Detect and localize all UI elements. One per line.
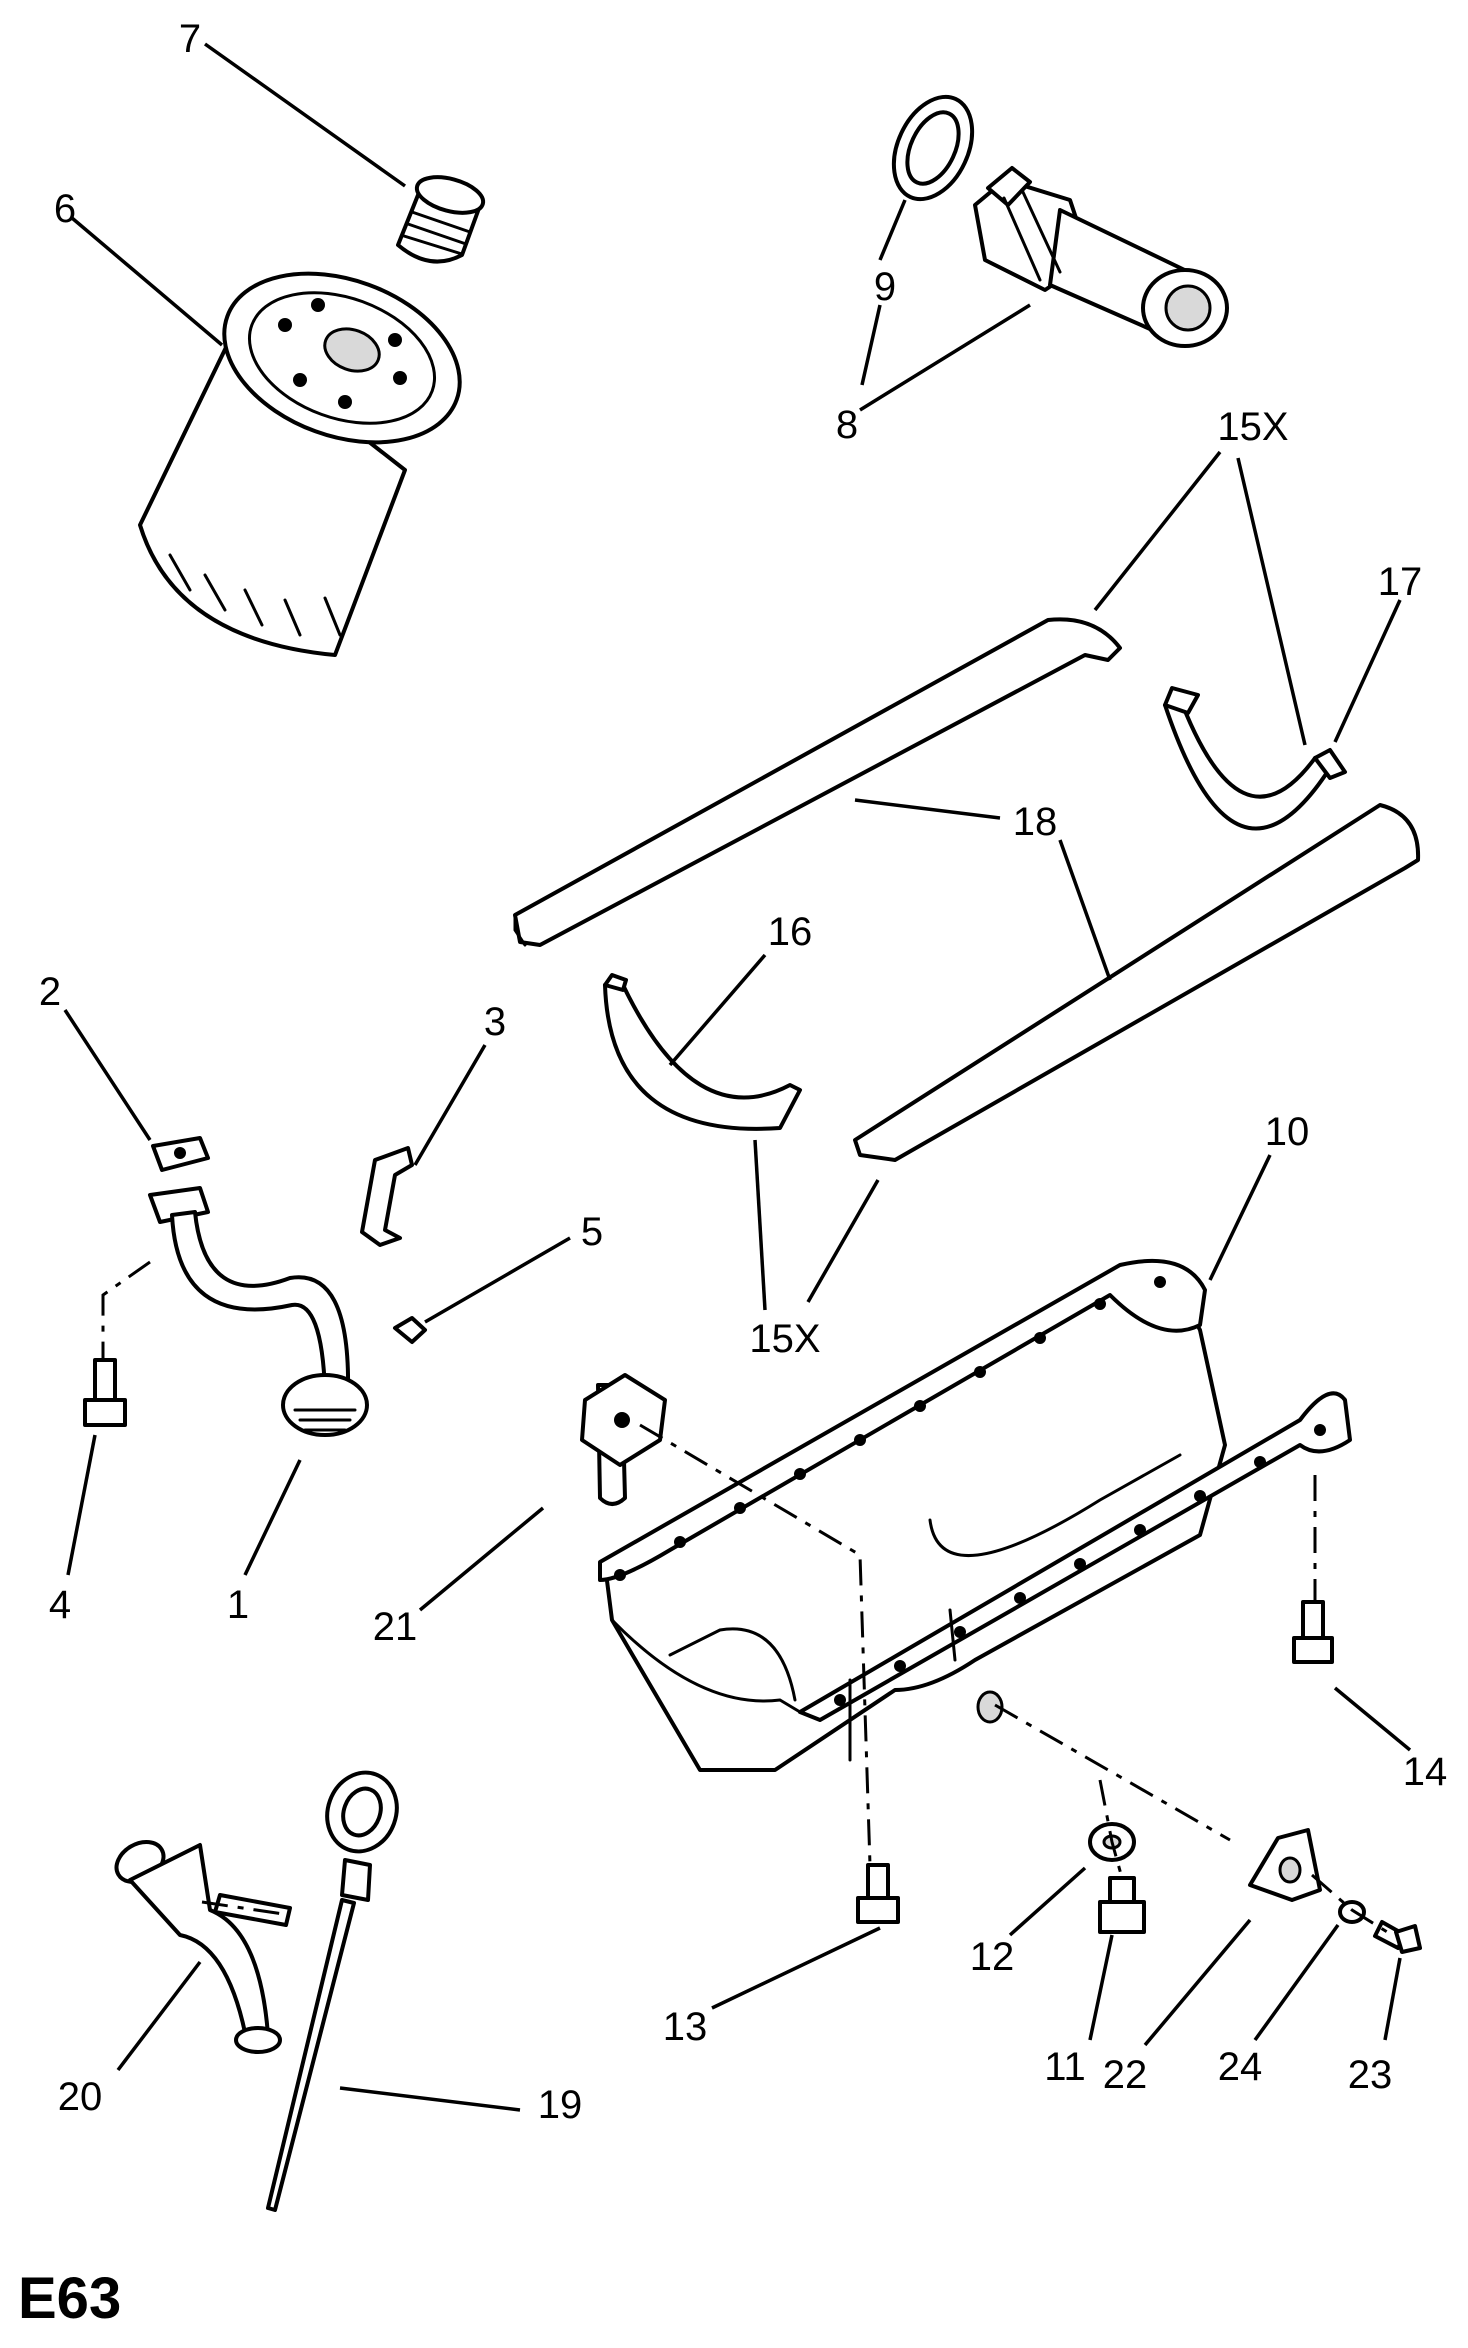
part-front-seal-half xyxy=(603,973,802,1131)
callout-21: 21 xyxy=(373,1605,418,1649)
figure-code: E63 xyxy=(18,2266,121,2331)
callout-22: 22 xyxy=(1103,2053,1148,2097)
callout-5: 5 xyxy=(581,1210,603,1254)
part-oil-pickup-pipe xyxy=(148,1186,369,1437)
part-dipstick xyxy=(266,1770,399,2212)
callout-10: 10 xyxy=(1265,1110,1310,1154)
part-sealing-ring xyxy=(891,94,975,202)
part-drain-washer xyxy=(1088,1822,1136,1862)
callout-12: 12 xyxy=(970,1935,1015,1979)
part-bracket xyxy=(360,1146,414,1247)
callout-17: 17 xyxy=(1378,560,1423,604)
part-bolt-14 xyxy=(1292,1600,1334,1664)
part-dipstick-tube xyxy=(114,1840,292,2054)
part-gasket-strip-lower xyxy=(853,803,1421,1162)
part-oil-sump xyxy=(598,1258,1352,1772)
callout-6: 6 xyxy=(54,187,76,231)
part-bolt-13 xyxy=(856,1863,900,1924)
part-drain-plug xyxy=(1098,1876,1146,1934)
callout-7: 7 xyxy=(179,17,201,61)
part-nut xyxy=(393,1316,427,1344)
callout-13: 13 xyxy=(663,2005,708,2049)
callout-1: 1 xyxy=(227,1583,249,1627)
callout-11: 11 xyxy=(1044,2045,1086,2089)
callout-9: 9 xyxy=(874,265,896,309)
callout-8: 8 xyxy=(836,403,858,447)
part-rear-seal-half xyxy=(1163,686,1347,831)
callout-20: 20 xyxy=(58,2075,103,2119)
callout-19: 19 xyxy=(538,2083,583,2127)
part-oil-filter xyxy=(138,271,462,657)
callout-18: 18 xyxy=(1013,800,1058,844)
part-oil-pressure-switch xyxy=(973,166,1229,348)
part-pickup-gasket xyxy=(151,1136,210,1172)
callout-15x-bottom: 15X xyxy=(749,1317,820,1361)
part-oil-level-sensor xyxy=(580,1373,667,1506)
callout-14: 14 xyxy=(1403,1750,1448,1794)
part-gasket-strip-upper xyxy=(513,617,1122,947)
part-small-washer xyxy=(1338,1900,1366,1924)
part-cover-plate xyxy=(1248,1828,1322,1902)
callout-23: 23 xyxy=(1348,2053,1393,2097)
callout-15x-top: 15X xyxy=(1217,405,1288,449)
part-small-screw xyxy=(1373,1920,1422,1954)
callout-4: 4 xyxy=(49,1583,71,1627)
callout-labels: 7 6 9 8 15X 17 18 16 10 15X 2 3 5 4 1 21… xyxy=(39,17,1447,2127)
leader-lines xyxy=(63,42,1412,2112)
part-bolt-4 xyxy=(83,1358,127,1427)
callout-3: 3 xyxy=(484,1000,506,1044)
callout-16: 16 xyxy=(768,910,813,954)
part-threaded-adaptor xyxy=(396,175,486,264)
callout-2: 2 xyxy=(39,970,61,1014)
callout-24: 24 xyxy=(1218,2045,1263,2089)
